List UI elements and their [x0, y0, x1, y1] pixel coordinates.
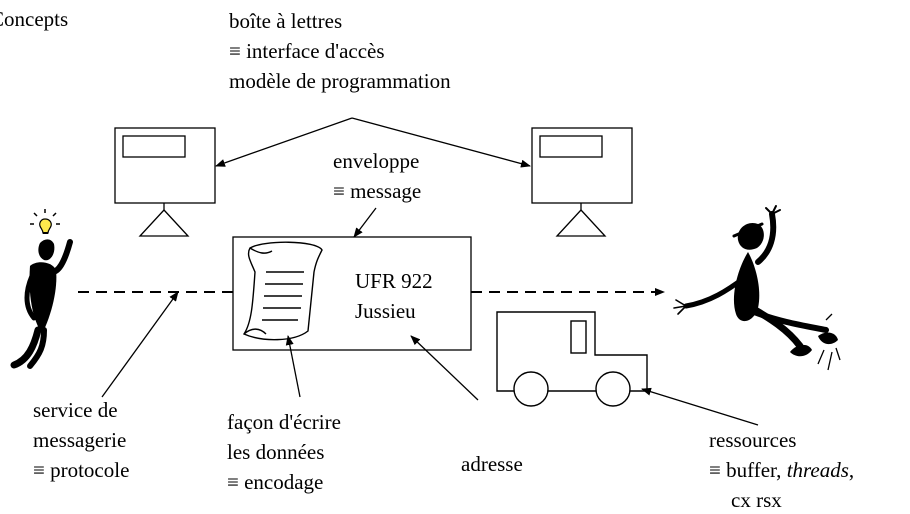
resources-label-line3: cx rsx [731, 488, 782, 512]
envelope-label: enveloppe ≡ message [333, 146, 421, 206]
service-pointer [101, 291, 179, 398]
mailbox-pointer-left [215, 117, 353, 167]
encoding-label-line1: façon d'écrire [227, 410, 341, 434]
encoding-label: façon d'écrire les données ≡ encodage [227, 407, 341, 497]
resources-line2-suffix: , [848, 458, 855, 482]
resources-label-line1: ressources [709, 428, 797, 452]
mailbox-label-line3: modèle de programmation [229, 69, 451, 93]
page-title: Concepts [0, 7, 69, 31]
encoding-label-line3: ≡ encodage [227, 470, 324, 494]
resources-label-line2: ≡ buffer, threads, [709, 455, 854, 485]
resources-label: ressources ≡ buffer, threads, cx rsx [709, 425, 854, 514]
address-card: UFR 922 Jussieu [355, 266, 433, 326]
mailbox-label: boîte à lettres ≡ interface d'accès modè… [229, 6, 451, 96]
mailbox-left [114, 127, 216, 237]
service-label: service de messagerie ≡ protocole [33, 395, 129, 485]
encoding-label-line2: les données [227, 440, 325, 464]
scroll-icon [242, 241, 323, 341]
address-pointer [410, 335, 479, 401]
truck-icon [496, 311, 648, 407]
service-label-line2: messagerie [33, 428, 127, 452]
mailbox-label-line2: ≡ interface d'accès [229, 39, 385, 63]
envelope-label-line2: ≡ message [333, 179, 422, 203]
envelope-pointer [353, 207, 377, 238]
mailbox-right [531, 127, 633, 237]
mailbox-label-line1: boîte à lettres [229, 9, 343, 33]
address-card-line1: UFR 922 [355, 269, 433, 293]
encoding-pointer [285, 335, 301, 398]
sender-person-icon [10, 209, 73, 369]
service-label-line3: ≡ protocole [33, 458, 130, 482]
resources-pointer [641, 387, 759, 426]
mailbox-pointer-right [351, 117, 531, 168]
resources-line2-italic: threads [786, 458, 849, 482]
service-label-line1: service de [33, 398, 118, 422]
resources-line2-prefix: ≡ buffer, [709, 458, 787, 482]
receiver-person-icon [673, 205, 841, 371]
address-card-line2: Jussieu [355, 299, 416, 323]
address-label: adresse [461, 452, 523, 476]
envelope-label-line1: enveloppe [333, 149, 420, 173]
